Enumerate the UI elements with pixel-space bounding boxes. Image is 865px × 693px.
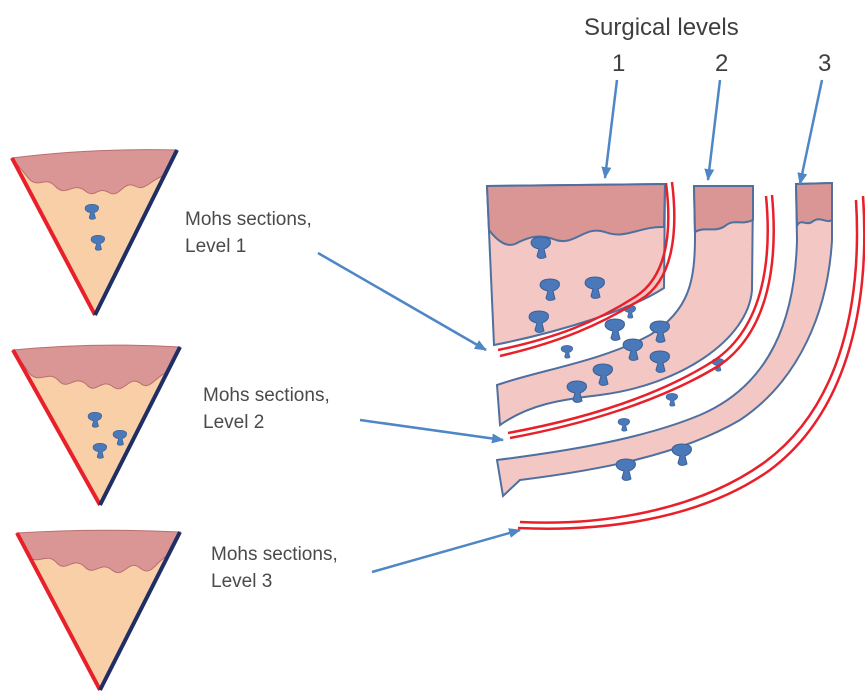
- section-label-level-1: Mohs sections, Level 1: [185, 206, 312, 260]
- section-label-level-1-line2: Level 1: [185, 233, 312, 260]
- level-1-number: 1: [612, 50, 625, 77]
- mohs-section-level-1: [12, 150, 177, 315]
- mohs-section-level-3: [17, 530, 180, 690]
- mohs-section-level-2: [13, 345, 180, 505]
- tissue-layer-1: [487, 184, 665, 345]
- section-label-level-2: Mohs sections, Level 2: [203, 382, 330, 436]
- level-3-number: 3: [818, 50, 831, 77]
- surgical-levels-title: Surgical levels: [584, 14, 739, 41]
- section-label-level-3: Mohs sections, Level 3: [211, 541, 338, 595]
- section-label-level-3-line1: Mohs sections,: [211, 541, 338, 568]
- section-label-level-2-line1: Mohs sections,: [203, 382, 330, 409]
- section-label-level-2-line2: Level 2: [203, 409, 330, 436]
- section-label-level-3-line2: Level 3: [211, 568, 338, 595]
- section-label-level-1-line1: Mohs sections,: [185, 206, 312, 233]
- level-2-number: 2: [715, 50, 728, 77]
